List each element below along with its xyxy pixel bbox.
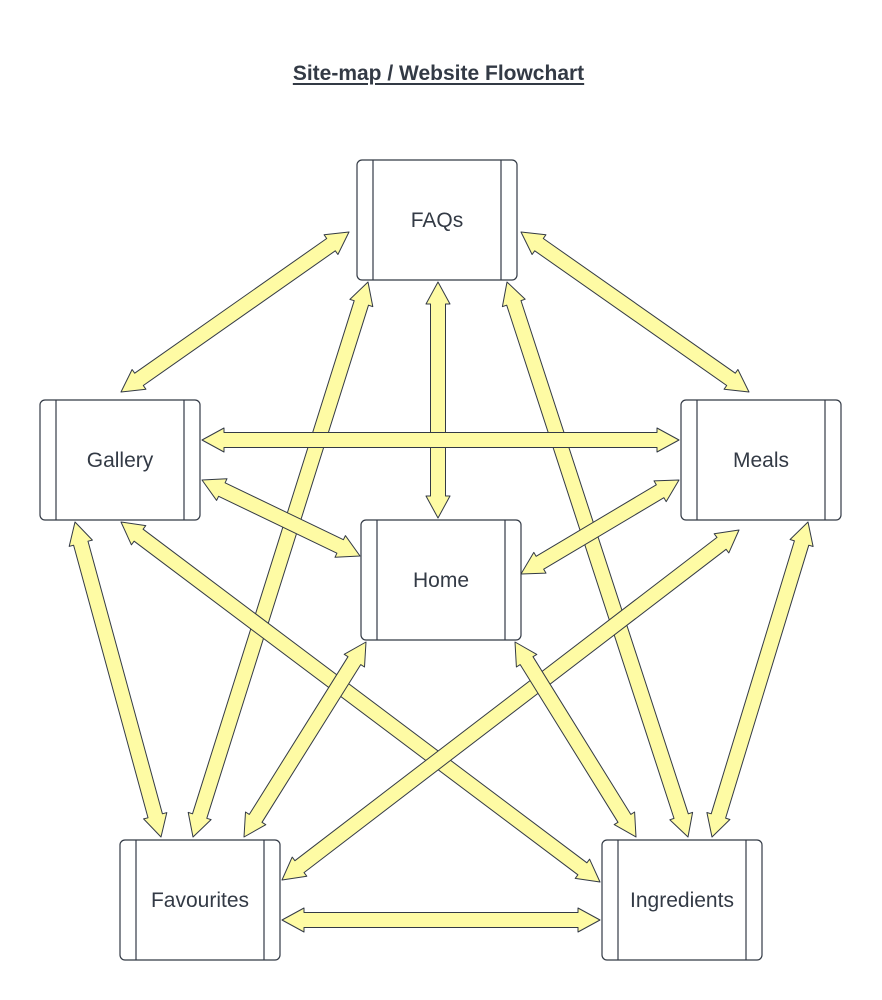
node-box-home: [360, 519, 522, 641]
node-label-favourites: Favourites: [151, 889, 249, 912]
node-box-meals: [680, 399, 842, 521]
link-arrow-gallery-favourites: [68, 521, 168, 838]
node-home: Home: [360, 519, 522, 641]
node-box-favourites: [119, 839, 281, 961]
node-gallery: Gallery: [39, 399, 201, 521]
node-favourites: Favourites: [119, 839, 281, 961]
link-arrow-gallery-home: [201, 478, 361, 558]
link-arrow-favourites-ingredients: [281, 907, 601, 933]
link-arrow-meals-favourites: [281, 529, 740, 881]
link-arrow-faqs-gallery: [120, 231, 350, 393]
node-label-ingredients: Ingredients: [630, 889, 734, 912]
node-label-faqs: FAQs: [411, 209, 464, 232]
node-faqs: FAQs: [356, 159, 518, 281]
node-label-meals: Meals: [733, 449, 789, 472]
page-title: Site-map / Website Flowchart: [292, 62, 585, 85]
node-ingredients: Ingredients: [601, 839, 763, 961]
link-arrow-faqs-favourites: [187, 281, 374, 838]
link-arrow-home-ingredients: [514, 641, 637, 838]
link-arrow-faqs-ingredients: [501, 281, 694, 838]
node-meals: Meals: [680, 399, 842, 521]
link-arrow-faqs-meals: [520, 231, 750, 393]
arrows-layer: [68, 231, 814, 933]
link-arrow-gallery-meals: [201, 427, 680, 453]
link-arrow-gallery-ingredients: [120, 521, 601, 883]
node-label-home: Home: [413, 569, 469, 592]
node-box-gallery: [39, 399, 201, 521]
link-arrow-faqs-home: [425, 281, 451, 519]
link-arrow-meals-ingredients: [706, 521, 814, 838]
link-arrow-home-favourites: [243, 641, 367, 838]
node-box-ingredients: [601, 839, 763, 961]
node-box-faqs: [356, 159, 518, 281]
node-label-gallery: Gallery: [87, 449, 154, 472]
